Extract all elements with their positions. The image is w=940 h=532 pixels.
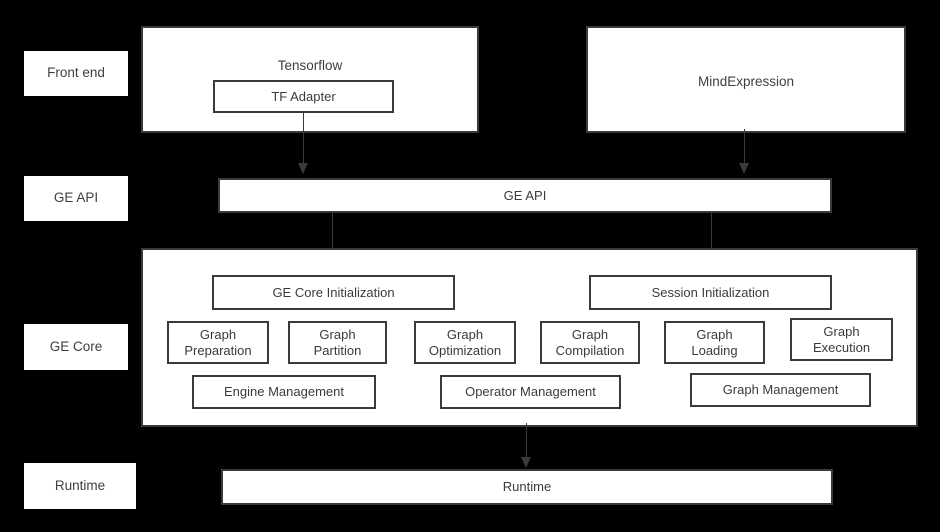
arrow-head-ge-core-to-runtime [521,457,531,468]
tensorflow-panel: Tensorflow [141,26,479,133]
ge-core-initialization-box[interactable]: GE Core Initialization [212,275,455,310]
operator-management-box[interactable]: Operator Management [440,375,621,409]
stage-label-front-end: Front end [24,51,128,96]
ge-api-bar[interactable]: GE API [218,178,832,213]
graph-optimization-box[interactable]: Graph Optimization [414,321,516,364]
tensorflow-title: Tensorflow [277,58,343,73]
graph-execution-box[interactable]: Graph Execution [790,318,893,361]
stage-label-runtime: Runtime [24,463,136,509]
arrow-mindexpression-to-ge-api [744,129,745,165]
graph-partition-box[interactable]: Graph Partition [288,321,387,364]
session-initialization-box[interactable]: Session Initialization [589,275,832,310]
arrow-tf-adapter-to-ge-api [303,113,304,165]
mindexpression-title: MindExpression [697,74,795,89]
arrow-ge-api-to-ge-core-init [332,213,333,264]
graph-management-box[interactable]: Graph Management [690,373,871,407]
arrow-ge-core-to-runtime [526,423,527,459]
graph-preparation-box[interactable]: Graph Preparation [167,321,269,364]
runtime-bar[interactable]: Runtime [221,469,833,505]
arrow-head-tf-adapter-to-ge-api [298,163,308,174]
arrow-head-mindexpression-to-ge-api [739,163,749,174]
graph-compilation-box[interactable]: Graph Compilation [540,321,640,364]
mindexpression-panel: MindExpression [586,26,906,133]
arrow-ge-api-to-session-init [711,213,712,264]
graph-loading-box[interactable]: Graph Loading [664,321,765,364]
engine-management-box[interactable]: Engine Management [192,375,376,409]
tf-adapter-box[interactable]: TF Adapter [213,80,394,113]
stage-label-ge-api: GE API [24,176,128,221]
stage-label-ge-core: GE Core [24,324,128,370]
